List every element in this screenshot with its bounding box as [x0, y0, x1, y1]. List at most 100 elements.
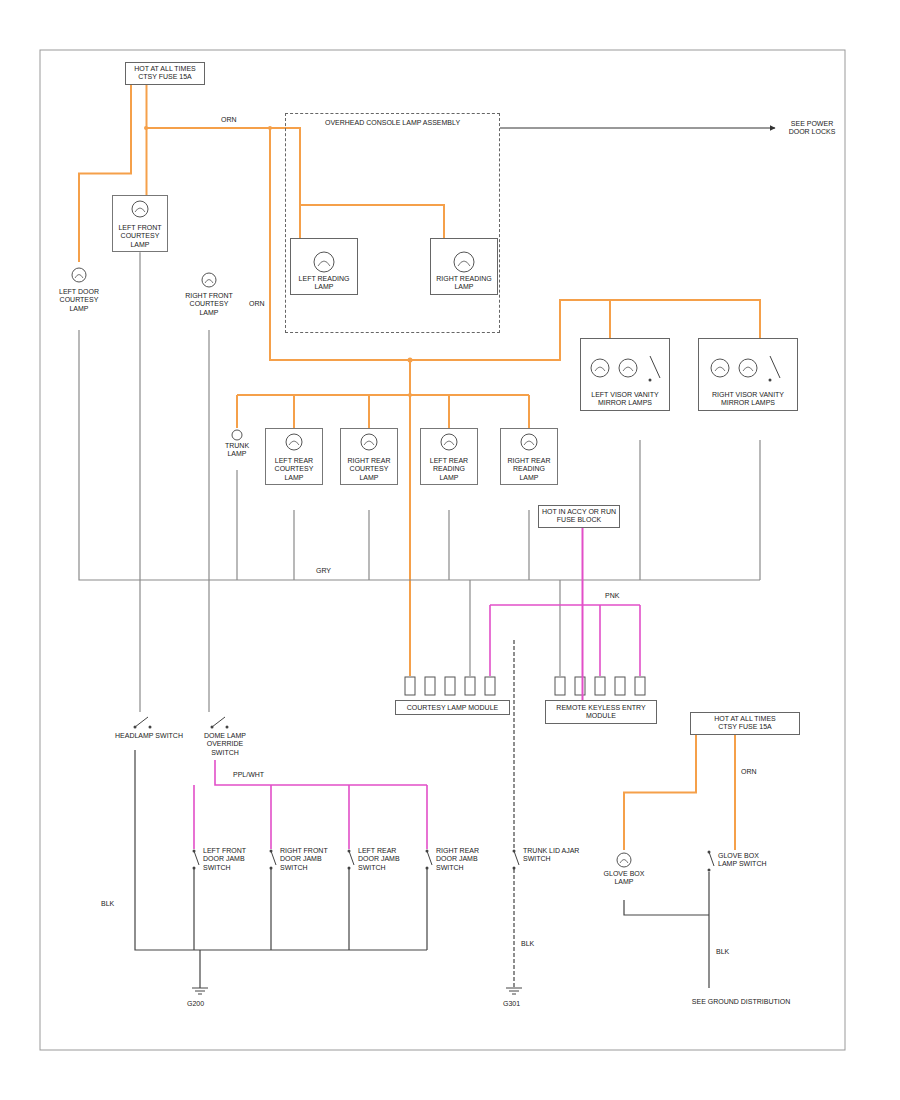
component-label: TRUNK LAMP — [217, 442, 257, 459]
switch-contact — [513, 850, 516, 853]
component-label: GLOVE BOX LAMP SWITCH — [718, 852, 768, 869]
component-label: HOT AT ALL TIMES — [128, 65, 202, 73]
lamp-symbols — [72, 201, 757, 867]
lamp-symbol — [72, 268, 86, 282]
switch-symbols — [135, 356, 780, 866]
lamp-symbol — [711, 359, 729, 377]
component-label: RIGHT VISOR VANITY MIRROR LAMPS — [701, 391, 795, 408]
lamp-symbol — [286, 434, 302, 450]
lamp-symbol — [454, 252, 474, 272]
pink-wire — [490, 604, 640, 606]
component-label: RIGHT FRONT DOOR JAMB SWITCH — [280, 847, 332, 872]
switch-contact — [270, 867, 273, 870]
switch-contact — [649, 379, 652, 382]
grey-wire — [79, 330, 760, 580]
wire-connector — [734, 735, 736, 850]
ground-symbol — [506, 988, 522, 994]
orange-wire — [237, 395, 529, 428]
switch-contact — [769, 379, 772, 382]
wire-label: G301 — [502, 1000, 521, 1008]
lamp-box: LEFT REAR COURTESY LAMP — [265, 428, 323, 485]
switch-label: RIGHT REAR DOOR JAMB SWITCH — [418, 845, 490, 874]
wire-connector — [624, 735, 696, 850]
lamp-symbol — [202, 273, 216, 287]
black-wire — [500, 128, 775, 129]
switch-label: RIGHT FRONT DOOR JAMB SWITCH — [262, 845, 334, 874]
connector-pin — [425, 677, 435, 695]
orange-wire — [146, 127, 285, 129]
component-label: LEFT REAR READING LAMP — [423, 457, 475, 482]
connector-pin — [615, 677, 625, 695]
wire-label: BLK — [715, 948, 730, 956]
component-label: HEADLAMP SWITCH — [112, 732, 186, 740]
wire-label: SEE GROUND DISTRIBUTION — [690, 998, 792, 1006]
splice-dot — [408, 393, 412, 397]
lamp-symbol — [314, 252, 334, 272]
component-label: HOT IN ACCY OR RUN — [541, 508, 617, 516]
lamp-symbol — [232, 430, 242, 440]
wire-connector — [139, 252, 140, 712]
wire-label: ORN — [248, 300, 266, 308]
wire-label: BLK — [100, 900, 115, 908]
pink-wires — [194, 605, 640, 849]
component-label: CTSY FUSE 15A — [128, 73, 202, 81]
component-label: TRUNK LID AJAR SWITCH — [523, 847, 583, 864]
orange-wire — [300, 205, 444, 238]
wire-label: PPL/WHT — [232, 771, 265, 779]
orange-wire — [237, 394, 529, 396]
fuse-box: HOT AT ALL TIMESCTSY FUSE 15A — [125, 62, 205, 85]
lamp-box: RIGHT REAR COURTESY LAMP — [340, 428, 398, 485]
mirror-lamp-box: LEFT VISOR VANITY MIRROR LAMPS — [580, 338, 670, 411]
component-label: CTSY FUSE 15A — [693, 723, 797, 731]
switch-contact — [193, 867, 196, 870]
component-label: LEFT FRONT COURTESY LAMP — [115, 224, 165, 249]
frame — [40, 50, 845, 1050]
switch-label: LEFT REAR DOOR JAMB SWITCH — [340, 845, 412, 874]
lamp-label: GLOVE BOX LAMP — [595, 850, 653, 889]
orange-wire — [270, 128, 760, 360]
pink-wire — [490, 605, 640, 676]
splice-dot — [408, 358, 413, 363]
component-label: FUSE BLOCK — [541, 516, 617, 524]
switch-contact — [708, 851, 711, 854]
switch-contact — [149, 726, 152, 729]
wire-label: GRY — [315, 567, 332, 575]
lamp-label: TRUNK LAMP — [215, 428, 259, 461]
lamp-assembly: OVERHEAD CONSOLE LAMP ASSEMBLYLEFT READI… — [285, 113, 500, 333]
lamp-symbol — [521, 434, 537, 450]
lamp-symbol — [441, 434, 457, 450]
ground-wire — [513, 640, 514, 849]
grey-wire — [470, 580, 560, 676]
wire-label: BLK — [520, 940, 535, 948]
grey-wire — [640, 440, 760, 580]
lamp-symbol — [619, 359, 637, 377]
switch-contact — [193, 850, 196, 853]
ground-wire — [199, 950, 200, 988]
switch-contact — [348, 850, 351, 853]
grey-wire — [294, 510, 529, 580]
switch-contact — [426, 850, 429, 853]
switch-symbol — [135, 717, 148, 727]
lamp-label: LEFT DOOR COURTESY LAMP — [48, 262, 110, 315]
ground-wires — [135, 640, 709, 988]
component-label: REMOTE KEYLESS ENTRY MODULE — [548, 704, 654, 721]
connector-pin — [595, 677, 605, 695]
grey-wire — [236, 470, 237, 580]
ground-wire — [194, 869, 427, 950]
ground-symbol — [192, 988, 208, 994]
ground-wire — [135, 750, 427, 950]
fuse-box: HOT AT ALL TIMESCTSY FUSE 15A — [690, 712, 800, 735]
switch-contact — [513, 867, 516, 870]
switch-label: TRUNK LID AJAR SWITCH — [505, 845, 585, 866]
switch-contact — [348, 867, 351, 870]
component-label: HOT AT ALL TIMES — [693, 715, 797, 723]
component-label: LEFT FRONT DOOR JAMB SWITCH — [203, 847, 255, 872]
switch-label: LEFT FRONT DOOR JAMB SWITCH — [185, 845, 257, 874]
lamp-symbol — [132, 201, 148, 217]
component-label: DOME LAMP OVERRIDE SWITCH — [192, 732, 258, 757]
mirror-lamp-box: RIGHT VISOR VANITY MIRROR LAMPS — [698, 338, 798, 411]
fuse-box: HOT IN ACCY OR RUNFUSE BLOCK — [538, 505, 620, 528]
